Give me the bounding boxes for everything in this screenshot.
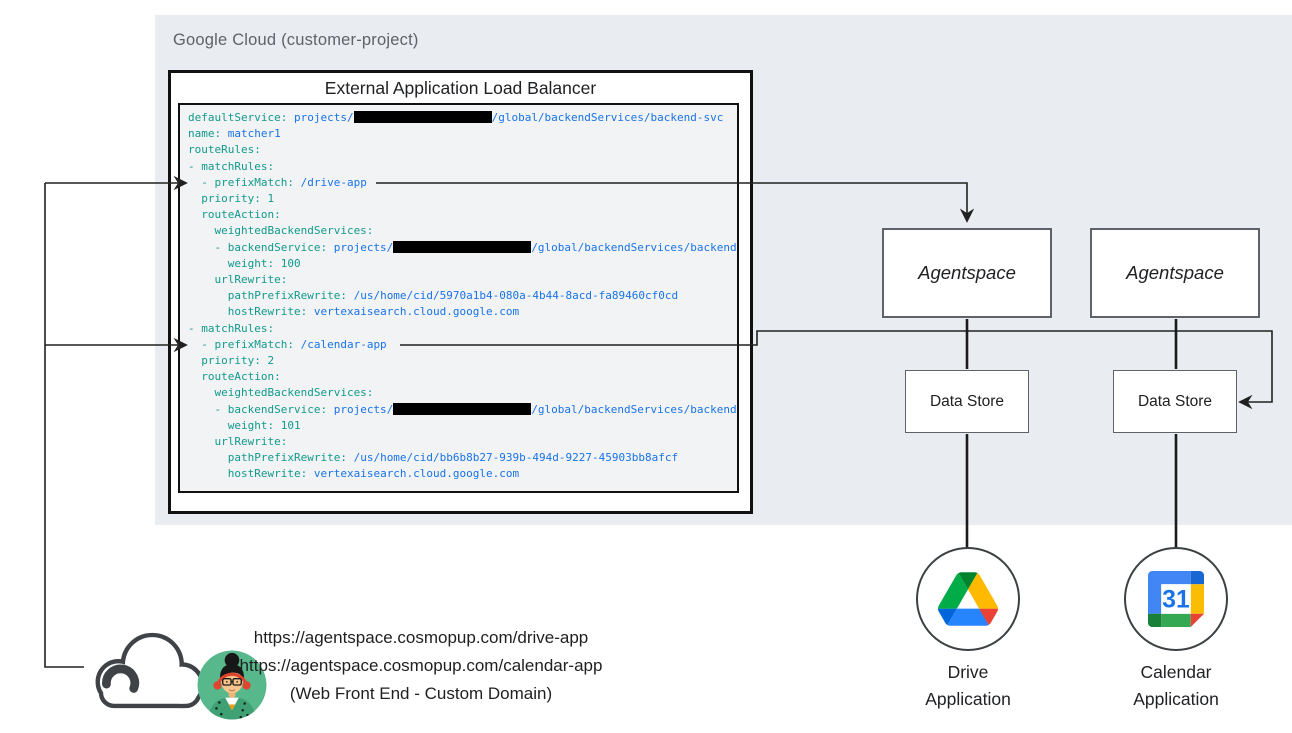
yaml-code-line: - backendService: projects//global/backe… [188,402,737,416]
redacted-project-id-bar [353,111,492,123]
agentspace-label: Agentspace [1126,262,1224,283]
data-store-label: Data Store [1137,392,1213,410]
yaml-code-line: hostRewrite: vertexaisearch.cloud.google… [188,305,520,319]
yaml-code-line: routeRules: [188,143,261,157]
yaml-code-line: urlRewrite: [188,273,288,287]
yaml-code-line: weight: 101 [188,418,301,432]
data-store-box-calendar: Data Store [1113,370,1237,433]
yaml-code-line: weight: 100 [188,256,301,270]
web-front-end-text: https://agentspace.cosmopup.com/drive-ap… [225,624,617,708]
yaml-code-line: priority: 2 [188,354,275,368]
yaml-code-line: - matchRules: [188,159,275,173]
agentspace-box-calendar: Agentspace [1090,228,1260,318]
yaml-code-line: name: matcher1 [188,127,281,141]
lb-route-map-yaml: defaultService: projects//global/backend… [178,103,739,493]
yaml-code-line: defaultService: projects//global/backend… [188,111,724,124]
google-drive-icon [938,572,998,626]
yaml-code-line: urlRewrite: [188,435,288,449]
agentspace-box-drive: Agentspace [882,228,1052,318]
calendar-app-url: https://agentspace.cosmopup.com/calendar… [239,656,603,675]
yaml-code-line: - prefixMatch: /drive-app [188,175,367,189]
user-request-trunk-line [44,183,84,668]
redacted-project-id-bar [393,402,532,415]
redacted-project-id-bar [393,240,532,253]
yaml-code-line: - matchRules: [188,321,275,335]
web-front-end-caption: (Web Front End - Custom Domain) [289,684,553,703]
yaml-code-line: pathPrefixRewrite: /us/home/cid/bb6b8b27… [188,451,679,465]
google-cloud-region-label: Google Cloud (customer-project) [173,31,419,49]
yaml-code-line: routeAction: [188,370,281,384]
load-balancer-title: External Application Load Balancer [324,78,597,98]
yaml-code-line: priority: 1 [188,192,275,206]
agentspace-label: Agentspace [918,262,1016,283]
calendar-application-label: Calendar Application [1133,662,1219,709]
drive-application-label: Drive Application [925,662,1011,709]
yaml-code-line: routeAction: [188,208,281,222]
yaml-code-line: hostRewrite: vertexaisearch.cloud.google… [188,467,520,481]
calendar-application-node: 31 [1124,547,1228,651]
google-calendar-icon: 31 [1148,571,1204,627]
yaml-code-line: pathPrefixRewrite: /us/home/cid/5970a1b4… [188,289,679,303]
data-store-box-drive: Data Store [905,370,1029,433]
cloud-icon [74,623,212,719]
drive-app-url: https://agentspace.cosmopup.com/drive-ap… [253,628,589,647]
yaml-code-line: weightedBackendServices: [188,224,374,238]
yaml-code-line: weightedBackendServices: [188,386,374,400]
drive-application-node [916,547,1020,651]
yaml-code-line: - prefixMatch: /calendar-app [188,337,387,351]
yaml-code-line: - backendService: projects//global/backe… [188,240,737,254]
data-store-label: Data Store [929,392,1005,410]
calendar-day-number: 31 [1162,587,1190,614]
user-avatar [197,650,267,720]
